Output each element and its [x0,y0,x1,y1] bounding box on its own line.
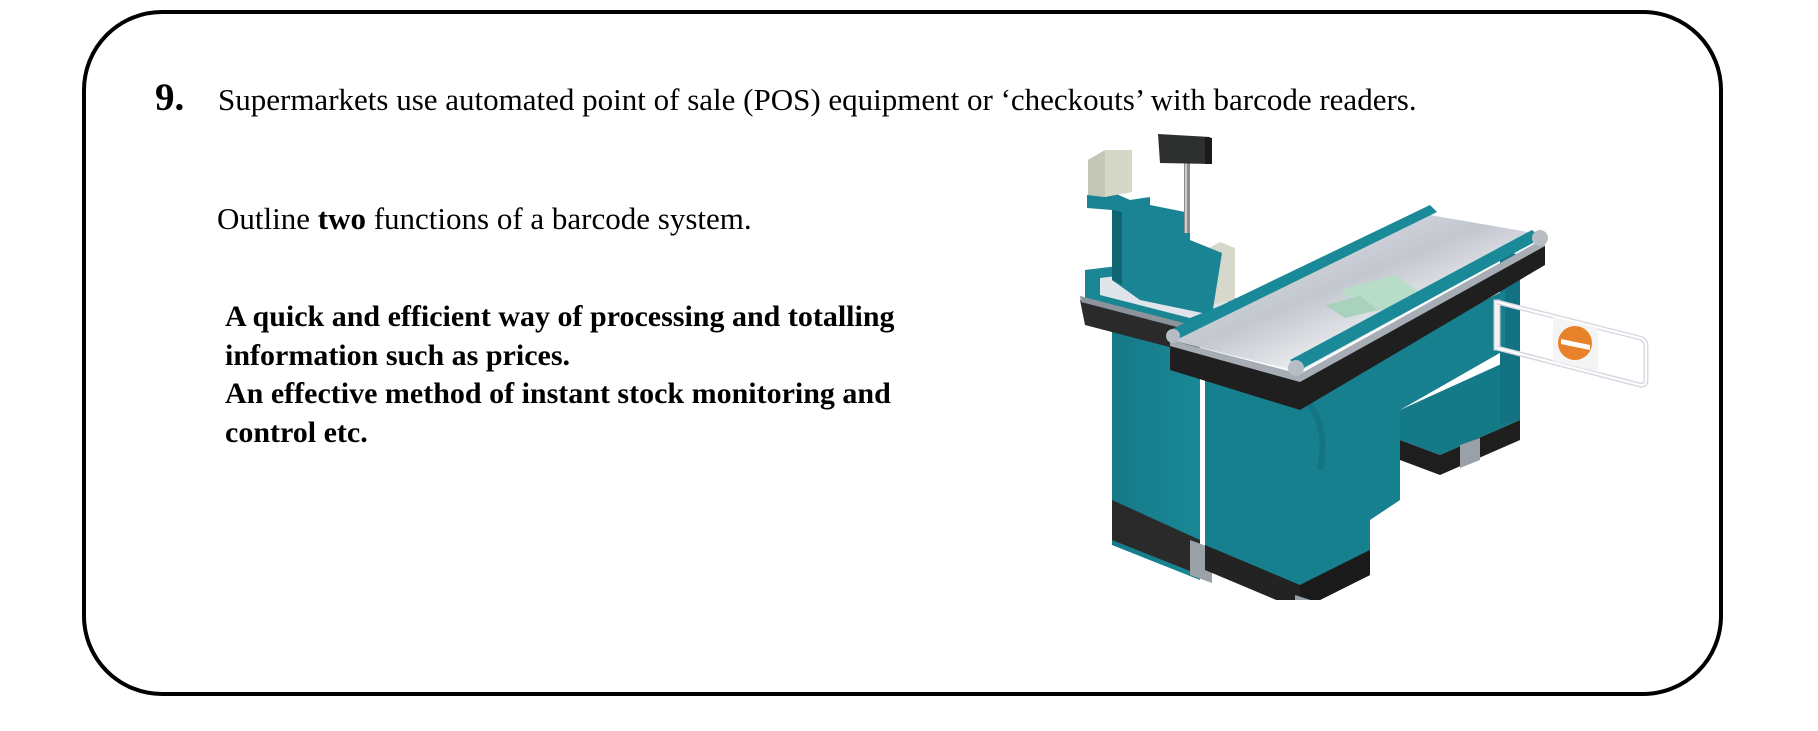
answer-line: A quick and efficient way of processing … [225,300,895,333]
pole-display [1158,134,1212,233]
receipt-printer [1088,150,1132,197]
checkout-counter-illustration [1080,134,1649,600]
answer-line: control etc. [225,415,368,449]
answer-text: A quick and efficient way of processing … [225,298,895,452]
back-leg [1400,360,1520,475]
question-frame [82,10,1723,696]
question-number: 9. [155,76,185,119]
prompt-before: Outline [217,201,318,236]
question-prompt: Outline two functions of a barcode syste… [217,203,752,234]
swing-barrier [1493,299,1649,388]
prompt-emphasis: two [317,201,366,236]
prompt-after: functions of a barcode system. [365,201,752,236]
conveyor-belt [1166,205,1548,410]
main-counter-body [1205,290,1505,600]
question-stem: Supermarkets use automated point of sale… [218,82,1417,117]
answer-line: An effective method of instant stock mon… [225,377,891,410]
answer-line: information such as prices. [225,338,570,372]
